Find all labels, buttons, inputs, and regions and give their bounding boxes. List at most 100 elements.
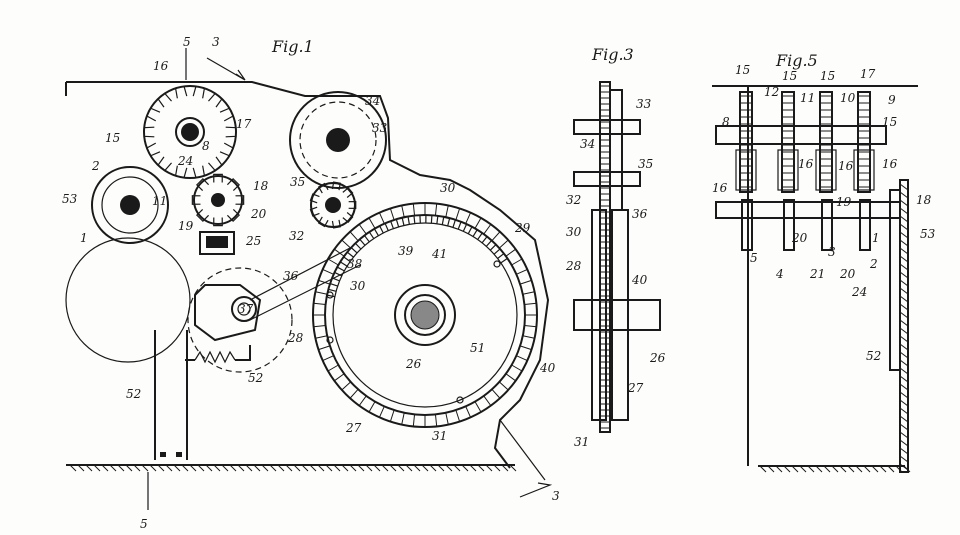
wheel-rim-hatch: [358, 395, 367, 406]
wheel-rim-hatch: [401, 205, 405, 218]
fig5-base-hatch-line: [839, 465, 847, 473]
pinion-31-tooth: [317, 216, 329, 228]
fig5-lower-gear: [859, 199, 871, 251]
wheel-rim-hatch: [378, 212, 385, 224]
fig5-ref-52: 52: [866, 349, 881, 363]
fig3-stack-left: [599, 81, 611, 433]
fig5-upper-shaft: [715, 125, 887, 145]
fig5-hatch-line: [899, 263, 909, 271]
gear-16-tooth: [146, 107, 161, 122]
fig5-ref-9: 9: [888, 93, 896, 107]
fig3-shaft-26: [573, 299, 661, 331]
wheel-rim-hatch: [483, 395, 492, 406]
wheel-segment-tick: [326, 294, 335, 298]
base-hatch-line: [101, 464, 109, 472]
hub-51: [394, 284, 456, 346]
fig1-ref-19: 19: [178, 219, 194, 233]
fig5-ref-8: 8: [722, 115, 730, 129]
fig5-hatch-line: [899, 303, 909, 311]
wheel-segment-tick: [354, 242, 362, 250]
fig5-hatch-line: [899, 279, 909, 287]
wheel-rim-hatch: [327, 258, 339, 266]
gear-18: [193, 175, 243, 225]
gear-16-tooth: [192, 165, 206, 179]
fig5-hatch-line: [899, 295, 909, 303]
gear-16-tooth: [219, 107, 234, 122]
wheel-segment-tick: [368, 231, 375, 239]
fig5-hatch-line: [899, 391, 909, 399]
fig5-lower-gear: [783, 199, 795, 251]
fig3-ref-34: 34: [580, 137, 595, 151]
fig1-ref-11: 11: [152, 194, 167, 208]
gear-33: [289, 91, 387, 189]
wheel-rim-hatch: [465, 212, 472, 224]
block-25: [199, 231, 235, 255]
fig5-ref-2: 2: [869, 257, 878, 271]
fig1-ref-2: 2: [91, 159, 100, 173]
base-hatch-line: [149, 464, 157, 472]
base-hatch-line: [197, 464, 205, 472]
wheel-rim-hatch: [322, 355, 334, 362]
wheel-segment-tick: [481, 236, 488, 244]
base-hatch-line: [205, 464, 213, 472]
pinion-31-tooth: [342, 212, 354, 224]
fig3-shaft-32: [573, 171, 641, 187]
figure-3: Fig.3 33 34 35 32 36 30 28 40 26 27 31: [565, 45, 666, 449]
fig1-ref-52-wheel: 52: [126, 387, 141, 401]
wheel-segment-tick: [407, 216, 410, 225]
fig1-ref-15: 15: [105, 131, 120, 145]
fig5-base-hatch-line: [903, 465, 911, 473]
gear-18-tooth: [195, 208, 210, 223]
fig5-ref-5: 5: [750, 251, 758, 265]
fig5-ref-12: 12: [764, 85, 779, 99]
wheel-segment-tick: [363, 235, 370, 243]
base-hatch-line: [69, 464, 77, 472]
gear-2: [91, 166, 169, 244]
base-hatch-line: [213, 464, 221, 472]
gear-16-tooth: [174, 165, 188, 179]
fig5-hatch-line: [899, 359, 909, 367]
fig5-base-hatch-line: [863, 465, 871, 473]
base-hatch-line: [469, 464, 477, 472]
fig1-ref-27: 27: [345, 421, 362, 435]
fig1-ref-8: 8: [202, 139, 210, 153]
shaft-26: [410, 300, 440, 330]
rivet-b: [493, 260, 501, 268]
wheel-rim-hatch: [434, 203, 438, 216]
pivot-37: [231, 296, 257, 322]
wheel-segment-tick: [328, 288, 337, 292]
fig5-hatch-line: [899, 431, 909, 439]
fig5-hatch-line: [899, 215, 909, 223]
base-hatch-line: [133, 464, 141, 472]
fig5-wheel-hub: [815, 149, 837, 191]
wheel-rim-hatch: [313, 324, 326, 328]
fig5-hatch-line: [899, 383, 909, 391]
fig3-ref-30: 30: [566, 225, 582, 239]
pinion-31-teeth: [309, 181, 357, 229]
shaft-1: [120, 195, 140, 215]
fig5-ref-16d: 16: [882, 157, 898, 171]
fig5-number-wheel: [781, 91, 795, 193]
fig1-ref-53: 53: [62, 192, 78, 206]
fig5-base-hatch-line: [887, 465, 895, 473]
gear-16-hub: [175, 117, 205, 147]
wheel-rim-hatch: [516, 355, 528, 362]
main-wheel-inner-ring: [332, 222, 518, 408]
lever-36: [194, 284, 262, 342]
wheel-segment-tick: [401, 217, 405, 226]
wheel-rim-hatch: [483, 224, 492, 235]
base-hatch-line: [277, 464, 285, 472]
fig5-number-wheel: [857, 91, 871, 193]
fig5-gear-52: [889, 189, 901, 371]
fig1-ref-39: 39: [398, 244, 414, 258]
spring-52: [194, 350, 236, 364]
fig5-hatch-line: [899, 223, 909, 231]
base-hatch-line: [93, 464, 101, 472]
base-hatch-line: [445, 464, 453, 472]
wheel-rim-hatch: [524, 302, 537, 306]
wheel-rim-hatch: [349, 388, 359, 399]
wheel-rim-hatch: [389, 208, 395, 221]
wheel-rim-hatch: [491, 231, 501, 242]
fig5-ref-24: 24: [851, 285, 867, 299]
